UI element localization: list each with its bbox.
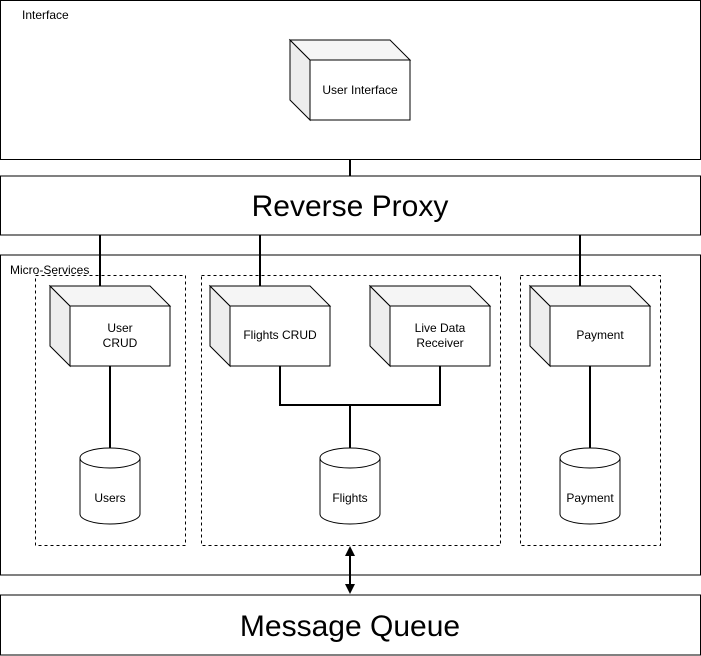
flights-service-group [201,275,501,546]
user-crud-label-2: CRUD [103,336,138,350]
flights-crud-node: Flights CRUD [208,284,332,368]
live-data-receiver-node: Live Data Receiver [368,284,492,368]
flights-database: Flights [319,447,381,525]
payment-db-label: Payment [566,491,614,505]
live-data-receiver-label-1: Live Data [415,321,466,335]
user-interface-node: User Interface [288,38,412,122]
users-db-label: Users [94,491,125,505]
user-crud-label-1: User [107,321,132,335]
payment-database: Payment [559,447,621,525]
connector-flights-services [279,366,441,406]
flights-crud-label: Flights CRUD [243,328,317,342]
payment-node: Payment [528,284,652,368]
users-database: Users [79,447,141,525]
user-interface-label: User Interface [322,83,398,97]
bidirectional-arrow [345,546,355,594]
flights-db-label: Flights [332,491,367,505]
user-service-group [35,275,186,546]
reverse-proxy-box [0,175,701,236]
message-queue-label: Message Queue [240,610,460,643]
message-queue-box [0,594,701,656]
user-crud-node: User CRUD [48,284,172,368]
micro-services-title: Micro-Services [10,263,89,277]
reverse-proxy-label: Reverse Proxy [252,190,449,223]
payment-label: Payment [576,328,624,342]
interface-title: Interface [22,8,69,22]
live-data-receiver-label-2: Receiver [416,336,463,350]
payment-service-group [520,275,661,546]
